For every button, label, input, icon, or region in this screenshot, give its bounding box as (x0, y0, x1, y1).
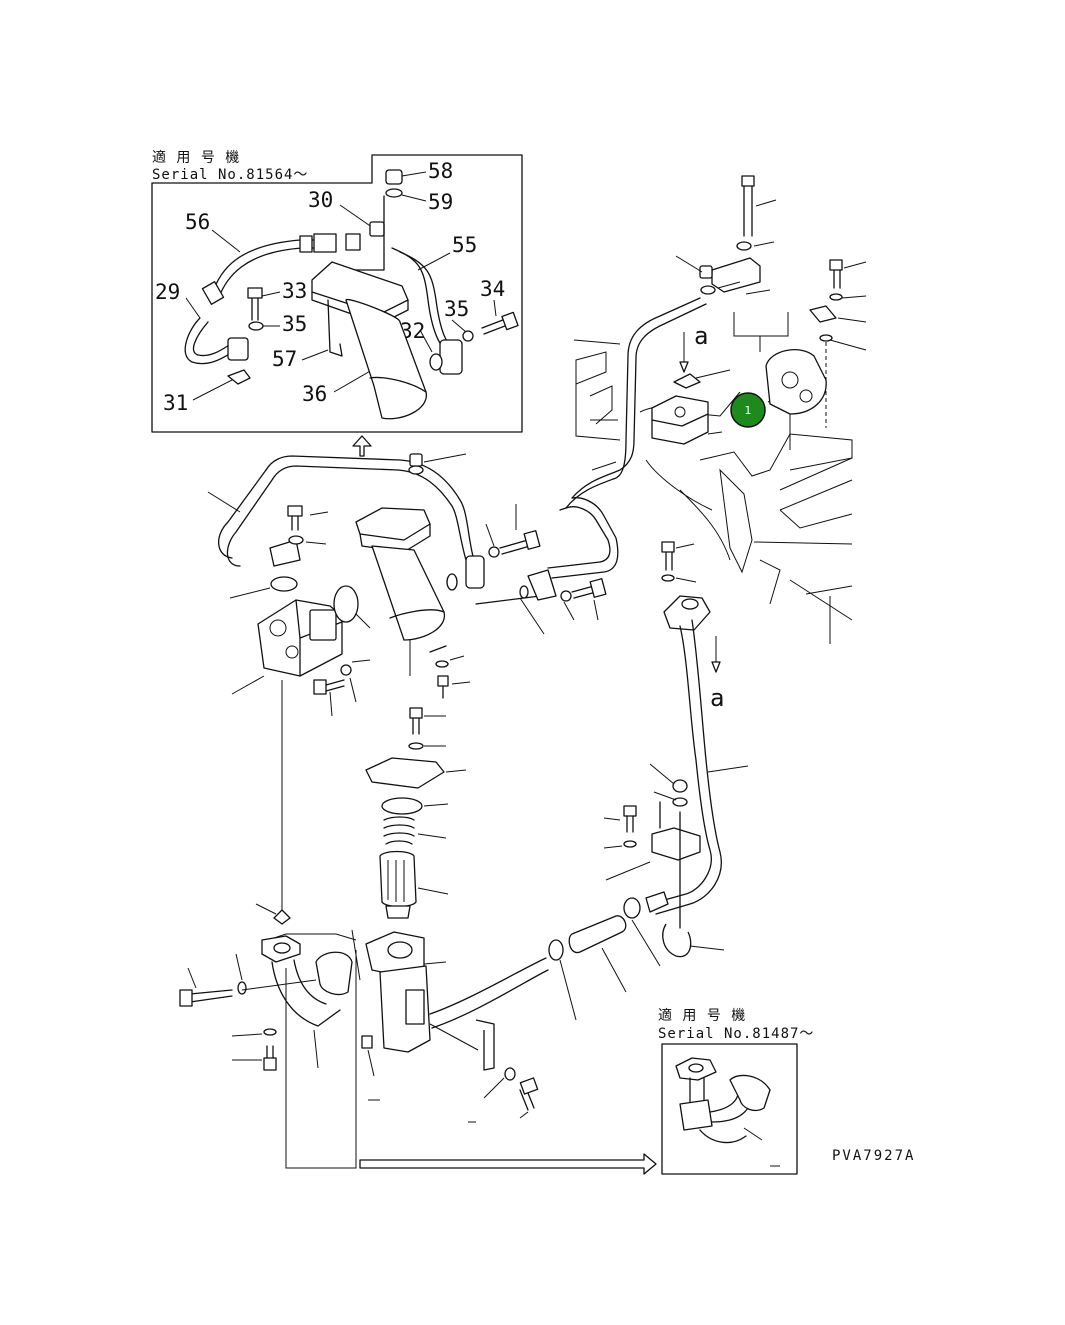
callout-56: 56 (185, 210, 210, 234)
right-arrow-icon (359, 1153, 657, 1175)
callout-35-left: 35 (282, 312, 307, 336)
inset-bottom: 適 用 号 機 Serial No.81487～ (658, 1007, 814, 1175)
main-assembly: a 1 a (179, 175, 867, 1175)
inset-bottom-serial-label: Serial No.81487～ (658, 1026, 814, 1042)
callout-30: 30 (308, 188, 333, 212)
view-ref-a-bottom: a (710, 684, 724, 712)
callout-31: 31 (163, 391, 188, 415)
callout-57: 57 (272, 347, 297, 371)
inset-bottom-applicable-label: 適 用 号 機 (658, 1007, 746, 1024)
up-arrow-icon (352, 435, 372, 457)
callout-35-right: 35 (444, 297, 469, 321)
callout-36: 36 (302, 382, 327, 406)
inset-top-applicable-label: 適 用 号 機 (152, 149, 240, 166)
inset-top-serial-label: Serial No.81564～ (152, 167, 308, 183)
inset-top: 適 用 号 機 Serial No.81564～ 58 59 30 56 55 … (151, 149, 523, 433)
view-ref-a-top: a (694, 322, 708, 350)
callout-59: 59 (428, 190, 453, 214)
callout-34: 34 (480, 277, 505, 301)
callout-badge-label: 1 (745, 404, 752, 417)
drawing-code: PVA7927A (832, 1148, 915, 1164)
callout-33: 33 (282, 279, 307, 303)
callout-55: 55 (452, 233, 477, 257)
callout-29: 29 (155, 280, 180, 304)
callout-58: 58 (428, 159, 453, 183)
callout-badge (730, 392, 766, 428)
